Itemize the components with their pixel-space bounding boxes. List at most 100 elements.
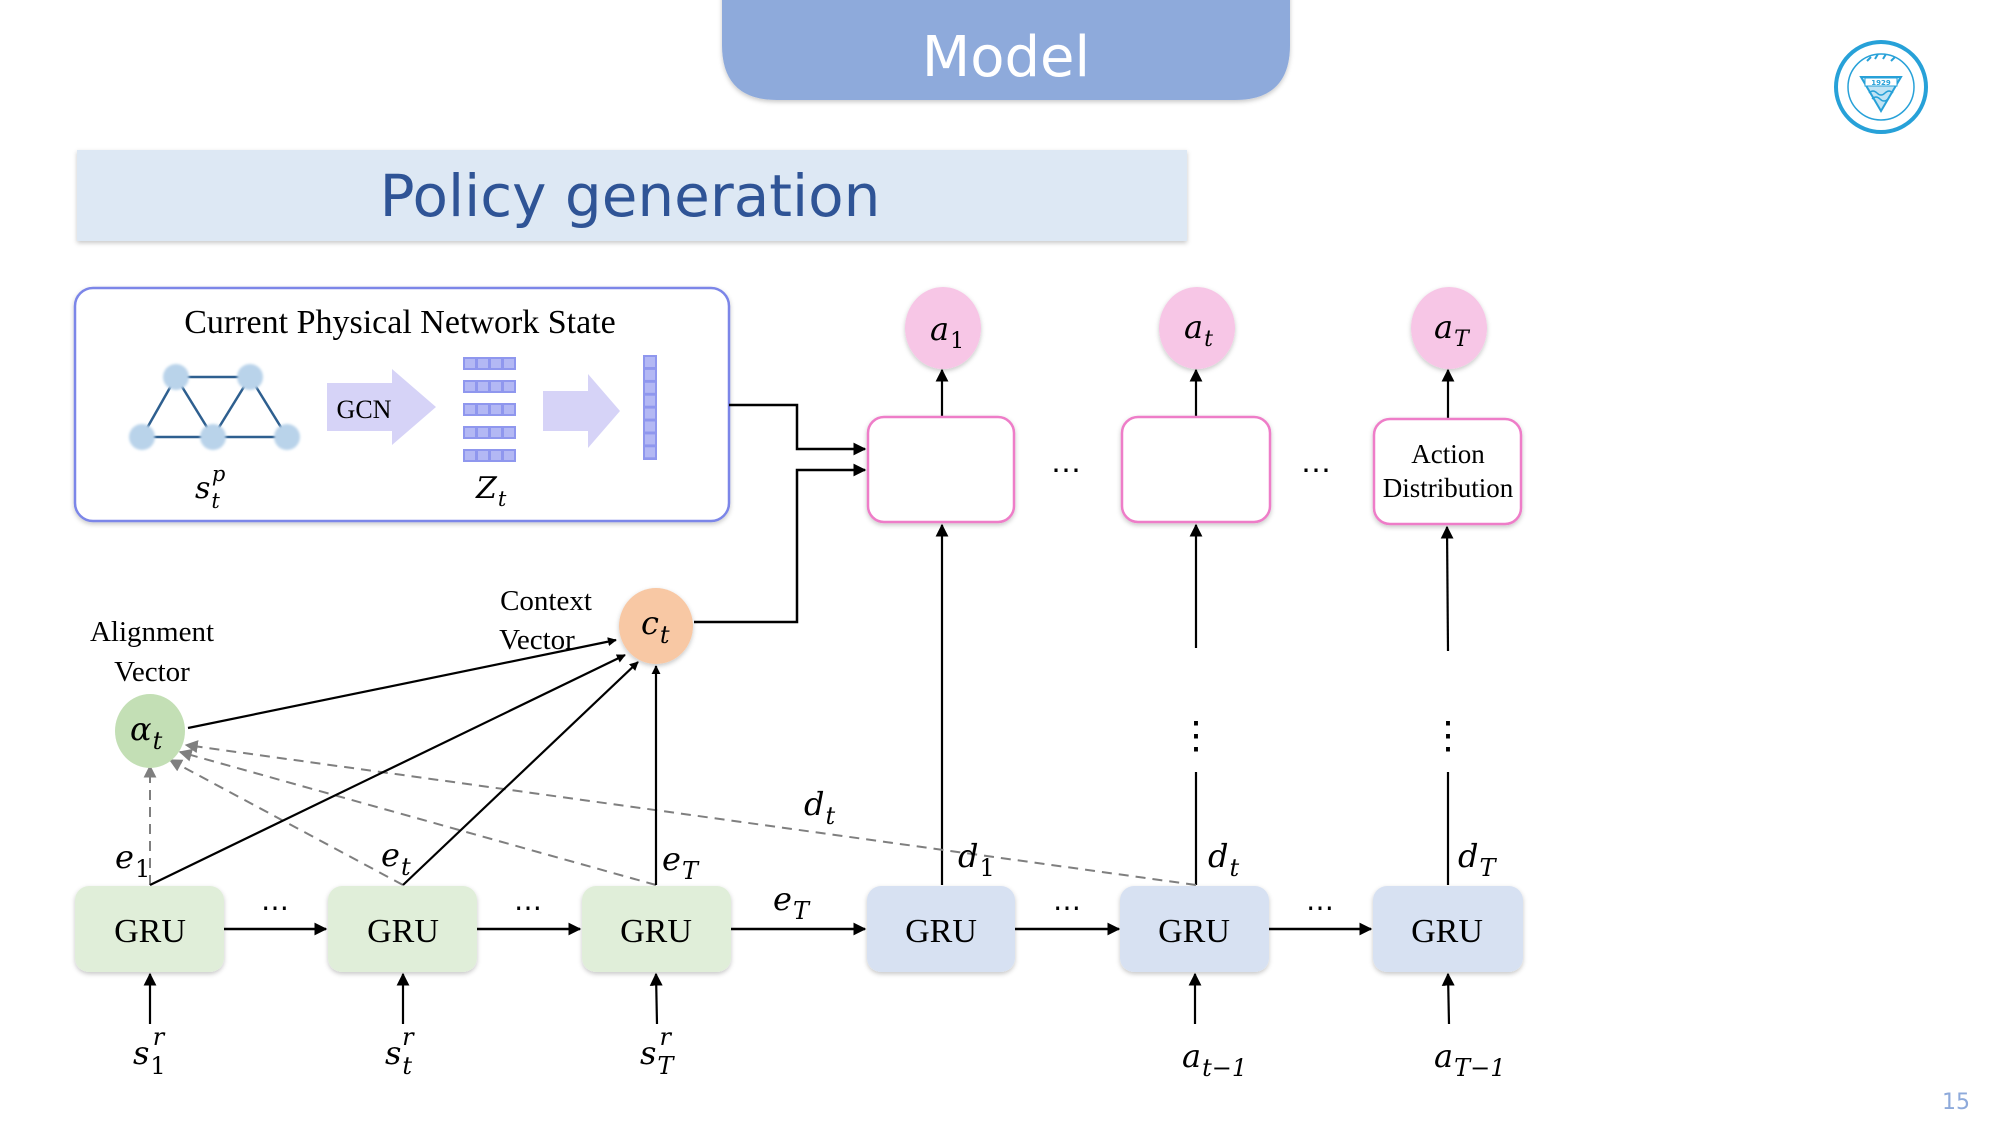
network-state-panel: Current Physical Network State stp xyxy=(73,286,731,523)
state-vector-icon xyxy=(643,355,657,460)
context-solid-connectors xyxy=(149,637,661,886)
svg-text:GRU: GRU xyxy=(905,913,977,950)
svg-text:GRU: GRU xyxy=(1411,913,1483,950)
matrix-row xyxy=(463,357,516,370)
decoder-input-label: at−1 xyxy=(1182,1037,1247,1082)
action-node: a1 xyxy=(905,287,981,369)
context-vector-label: Vector xyxy=(499,624,575,656)
embedding-label: Zt xyxy=(475,471,507,511)
svg-text:a1: a1 xyxy=(930,310,964,354)
alignment-vector-node: αt xyxy=(115,694,185,768)
matrix-row xyxy=(463,403,516,416)
matrix-cell xyxy=(504,451,514,460)
vector-cell xyxy=(645,447,655,458)
input-arrow xyxy=(1441,972,1455,1025)
action-box-label: Distribution xyxy=(1383,473,1514,503)
vector-bar xyxy=(643,355,657,460)
matrix-cell xyxy=(504,382,514,391)
matrix-cell xyxy=(478,428,488,437)
alignment-vector-label: Alignment xyxy=(90,616,214,648)
decoder-hidden-label: dt xyxy=(1208,837,1239,882)
matrix-row xyxy=(463,380,516,393)
matrix-cell xyxy=(465,359,475,368)
decoder-vertical-connectors xyxy=(935,523,1454,885)
vector-cell xyxy=(645,382,655,393)
context-vector-label: Context xyxy=(500,585,592,617)
svg-text:αt: αt xyxy=(130,710,163,755)
matrix-cell xyxy=(491,405,501,414)
network-state-title: Current Physical Network State xyxy=(184,304,616,341)
subtitle-text: Policy generation xyxy=(380,162,881,230)
alignment-vector-label: Vector xyxy=(114,656,190,688)
input-arrow xyxy=(649,972,663,1025)
vertical-ellipsis: ⋮ xyxy=(1429,715,1467,757)
matrix-cell xyxy=(491,428,501,437)
svg-text:GRU: GRU xyxy=(620,913,692,950)
encoder-input-label: s1r xyxy=(133,1023,166,1080)
svg-text:GRU: GRU xyxy=(114,913,186,950)
page-number: 15 xyxy=(1942,1090,1970,1115)
gcn-arrow-icon xyxy=(327,369,436,445)
action-distribution-box xyxy=(1372,417,1523,526)
encoder-output-label: eT xyxy=(662,840,700,885)
action-node: at xyxy=(1159,287,1235,369)
decoder-state-label: dt xyxy=(804,785,835,830)
matrix-cell xyxy=(465,405,475,414)
svg-text:ct: ct xyxy=(641,604,670,649)
vertical-ellipsis: ⋮ xyxy=(1177,715,1215,757)
section-pill xyxy=(722,0,1290,100)
vector-cell xyxy=(645,357,655,367)
decoder-gru-cell: GRU xyxy=(1373,886,1523,972)
svg-text:GRU: GRU xyxy=(367,913,439,950)
context-to-decoder-connector xyxy=(694,463,867,624)
decoder-gru-cell: GRU xyxy=(1120,886,1269,972)
matrix-cell xyxy=(504,428,514,437)
matrix-cell xyxy=(478,359,488,368)
gru-row: ⋯ ⋯ ⋯ ⋯ eT GRU GRU GRU GRU GRU GRU xyxy=(75,836,1523,1082)
matrix-cell xyxy=(504,405,514,414)
encoder-input-label: str xyxy=(385,1023,415,1080)
svg-text:GRU: GRU xyxy=(1158,913,1230,950)
matrix-row xyxy=(463,426,516,439)
ellipsis: ⋯ xyxy=(1053,893,1081,924)
handoff-label: eT xyxy=(773,880,811,925)
matrix-cell xyxy=(465,428,475,437)
matrix-cell xyxy=(478,451,488,460)
decoder-output-layer: a1 at aT Action Distribution ⋯ ⋯ xyxy=(866,287,1523,526)
vector-cell xyxy=(645,434,655,445)
gcn-label: GCN xyxy=(337,395,392,424)
svg-text:aT: aT xyxy=(1434,308,1471,352)
encoder-input-label: sTr xyxy=(640,1023,675,1080)
decoder-input-label: aT−1 xyxy=(1434,1037,1505,1082)
decoder-hidden-label: dT xyxy=(1458,837,1497,882)
logo-year: 1929 xyxy=(1871,79,1891,87)
subtitle-banner: Policy generation xyxy=(77,150,1187,241)
ellipsis: ⋯ xyxy=(1301,454,1331,487)
encoder-output-label: e1 xyxy=(115,838,150,883)
action-node: aT xyxy=(1411,287,1487,369)
ellipsis: ⋯ xyxy=(514,893,542,924)
pooling-arrow-icon xyxy=(543,374,620,448)
matrix-cell xyxy=(491,451,501,460)
network-to-decoder-connector xyxy=(729,403,867,456)
vector-cell xyxy=(645,421,655,432)
ellipsis: ⋯ xyxy=(1306,893,1334,924)
matrix-cell xyxy=(465,382,475,391)
action-distribution-box xyxy=(1120,415,1272,524)
embedding-matrix-icon xyxy=(463,357,516,462)
context-vector-node: ct xyxy=(619,588,693,664)
vector-cell xyxy=(645,408,655,419)
vector-cell xyxy=(645,369,655,380)
decoder-hidden-label: d1 xyxy=(958,837,995,882)
matrix-cell xyxy=(478,382,488,391)
matrix-cell xyxy=(491,382,501,391)
svg-text:at: at xyxy=(1184,308,1213,352)
alignment-dashed-connectors xyxy=(143,740,1197,886)
action-box-label: Action xyxy=(1411,439,1485,469)
section-title: Model xyxy=(922,25,1090,90)
header: Model xyxy=(722,0,1290,100)
encoder-gru-cell: GRU xyxy=(75,886,224,972)
ellipsis: ⋯ xyxy=(261,893,289,924)
matrix-row xyxy=(463,449,516,462)
